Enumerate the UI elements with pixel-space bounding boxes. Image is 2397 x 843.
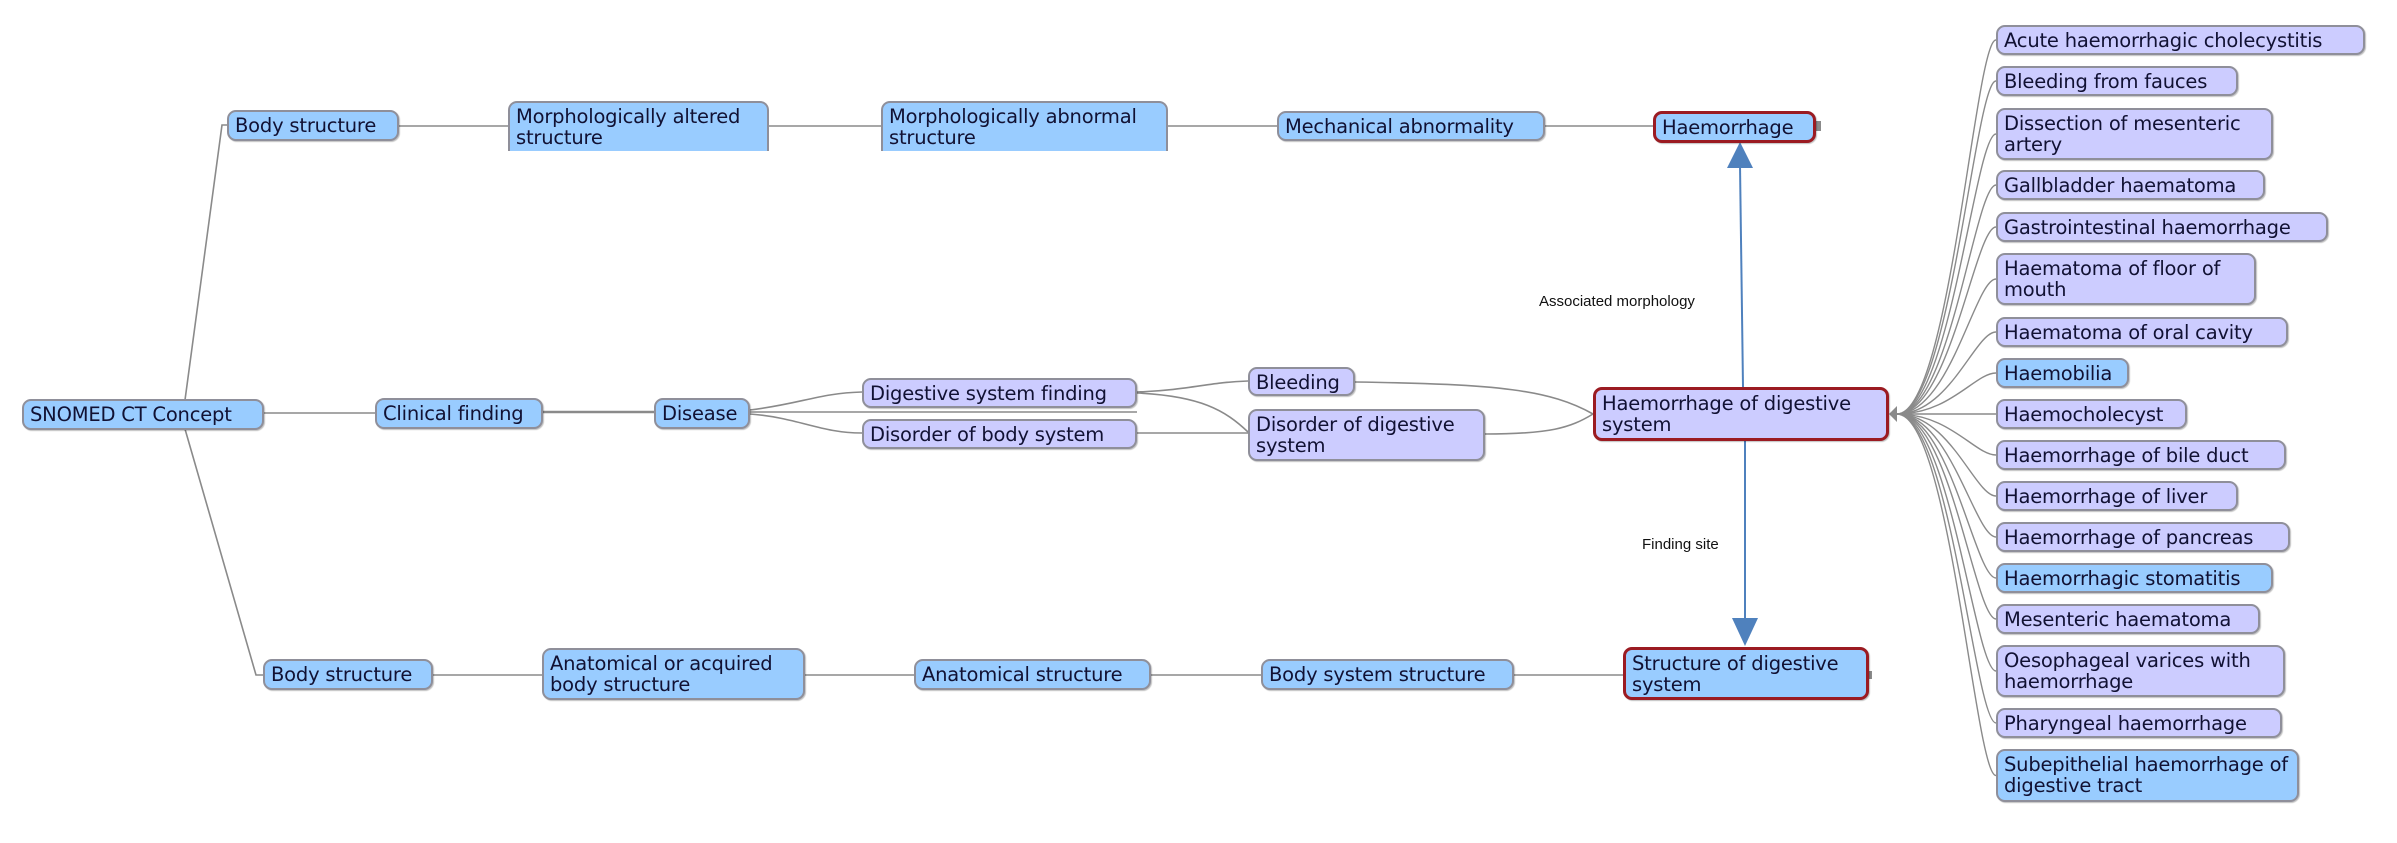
edge-fan-child <box>1896 331 1997 415</box>
child-node[interactable]: Oesophageal varices with haemorrhage <box>1996 645 2285 697</box>
edge-bleeding-haemorrhage-digestive <box>1354 381 1594 415</box>
arrowhead-associated-morphology <box>1727 142 1753 168</box>
edge-fan-child <box>1896 413 1997 620</box>
child-node[interactable]: Gastrointestinal haemorrhage <box>1996 212 2328 242</box>
node-morphologically-abnormal-structure[interactable]: Morphologically abnormal structure <box>881 101 1168 151</box>
child-node[interactable]: Haemorrhage of pancreas <box>1996 522 2290 552</box>
child-node[interactable]: Haemorrhage of bile duct <box>1996 440 2286 470</box>
node-disorder-of-digestive-system[interactable]: Disorder of digestive system <box>1248 409 1485 461</box>
edge-fan-child <box>1896 413 1997 777</box>
edge-disorder-digestive-haemorrhage-digestive <box>1484 413 1594 435</box>
node-anatomical-structure[interactable]: Anatomical structure <box>914 659 1151 690</box>
child-node[interactable]: Acute haemorrhagic cholecystitis <box>1996 25 2365 55</box>
child-node[interactable]: Gallbladder haematoma <box>1996 170 2265 200</box>
edge-fan-child <box>1896 184 1997 415</box>
edge-fan-child <box>1896 372 1997 415</box>
edge-disease-disorder-of-body-system <box>749 413 863 434</box>
node-clinical-finding[interactable]: Clinical finding <box>375 398 543 429</box>
node-disease[interactable]: Disease <box>654 398 750 429</box>
edge-fan-child <box>1896 80 1997 415</box>
edge-digestive-finding-disorder-digestive <box>1136 392 1249 433</box>
edge-associated-morphology <box>1739 164 1744 388</box>
child-node[interactable]: Pharyngeal haemorrhage <box>1996 708 2282 738</box>
node-morphologically-altered-structure[interactable]: Morphologically altered structure <box>508 101 769 151</box>
edge-fan-child <box>1896 413 1997 672</box>
arrowhead-finding-site <box>1732 618 1758 646</box>
edge-root-body-structure-top <box>184 124 228 401</box>
child-node[interactable]: Haematoma of floor of mouth <box>1996 253 2256 305</box>
edge-fan-child <box>1896 226 1997 415</box>
edge-digestive-finding-bleeding <box>1136 380 1249 393</box>
edge-fan-child <box>1896 39 1997 415</box>
child-node[interactable]: Subepithelial haemorrhage of digestive t… <box>1996 749 2299 802</box>
relationship-label-finding-site: Finding site <box>1642 536 1719 553</box>
node-anatomical-or-acquired-body-structure[interactable]: Anatomical or acquired body structure <box>542 648 805 700</box>
node-mechanical-abnormality[interactable]: Mechanical abnormality <box>1277 111 1545 141</box>
child-node[interactable]: Haemorrhagic stomatitis <box>1996 563 2273 593</box>
child-node[interactable]: Mesenteric haematoma <box>1996 604 2260 634</box>
node-structure-of-digestive-system[interactable]: Structure of digestive system <box>1623 647 1869 700</box>
node-haemorrhage[interactable]: Haemorrhage <box>1653 111 1816 143</box>
expand-stub-structure-digestive[interactable] <box>1869 671 1872 679</box>
child-node[interactable]: Haematoma of oral cavity <box>1996 317 2288 347</box>
child-node[interactable]: Haemocholecyst <box>1996 399 2187 429</box>
edge-root-body-structure-bottom <box>184 428 263 676</box>
expand-stub-haemorrhage[interactable] <box>1816 121 1821 131</box>
node-body-structure-bottom[interactable]: Body structure <box>263 659 433 690</box>
edge-fan-child <box>1896 413 1997 579</box>
edge-fan-child <box>1896 278 1997 415</box>
node-disorder-of-body-system[interactable]: Disorder of body system <box>862 419 1137 449</box>
node-haemorrhage-of-digestive-system[interactable]: Haemorrhage of digestive system <box>1593 387 1889 441</box>
node-snomed-ct-concept[interactable]: SNOMED CT Concept <box>22 399 264 430</box>
edge-fan-child <box>1896 133 1997 415</box>
edge-fan-child <box>1896 413 1997 724</box>
edge-fan-child <box>1896 413 1997 497</box>
node-body-system-structure[interactable]: Body system structure <box>1261 659 1514 690</box>
node-body-structure-top[interactable]: Body structure <box>227 110 399 141</box>
child-node[interactable]: Haemobilia <box>1996 358 2129 388</box>
expand-arrow-haemorrhage-digestive[interactable] <box>1889 406 1897 422</box>
edge-fan-child <box>1896 413 1997 538</box>
relationship-label-associated-morphology: Associated morphology <box>1539 293 1695 310</box>
edge-disease-digestive-system-finding <box>749 391 863 411</box>
child-node[interactable]: Bleeding from fauces <box>1996 66 2238 96</box>
node-digestive-system-finding[interactable]: Digestive system finding <box>862 378 1137 408</box>
edge-fan-child <box>1896 413 1997 456</box>
child-node[interactable]: Haemorrhage of liver <box>1996 481 2238 511</box>
child-node[interactable]: Dissection of mesenteric artery <box>1996 108 2273 160</box>
node-bleeding[interactable]: Bleeding <box>1248 367 1355 396</box>
